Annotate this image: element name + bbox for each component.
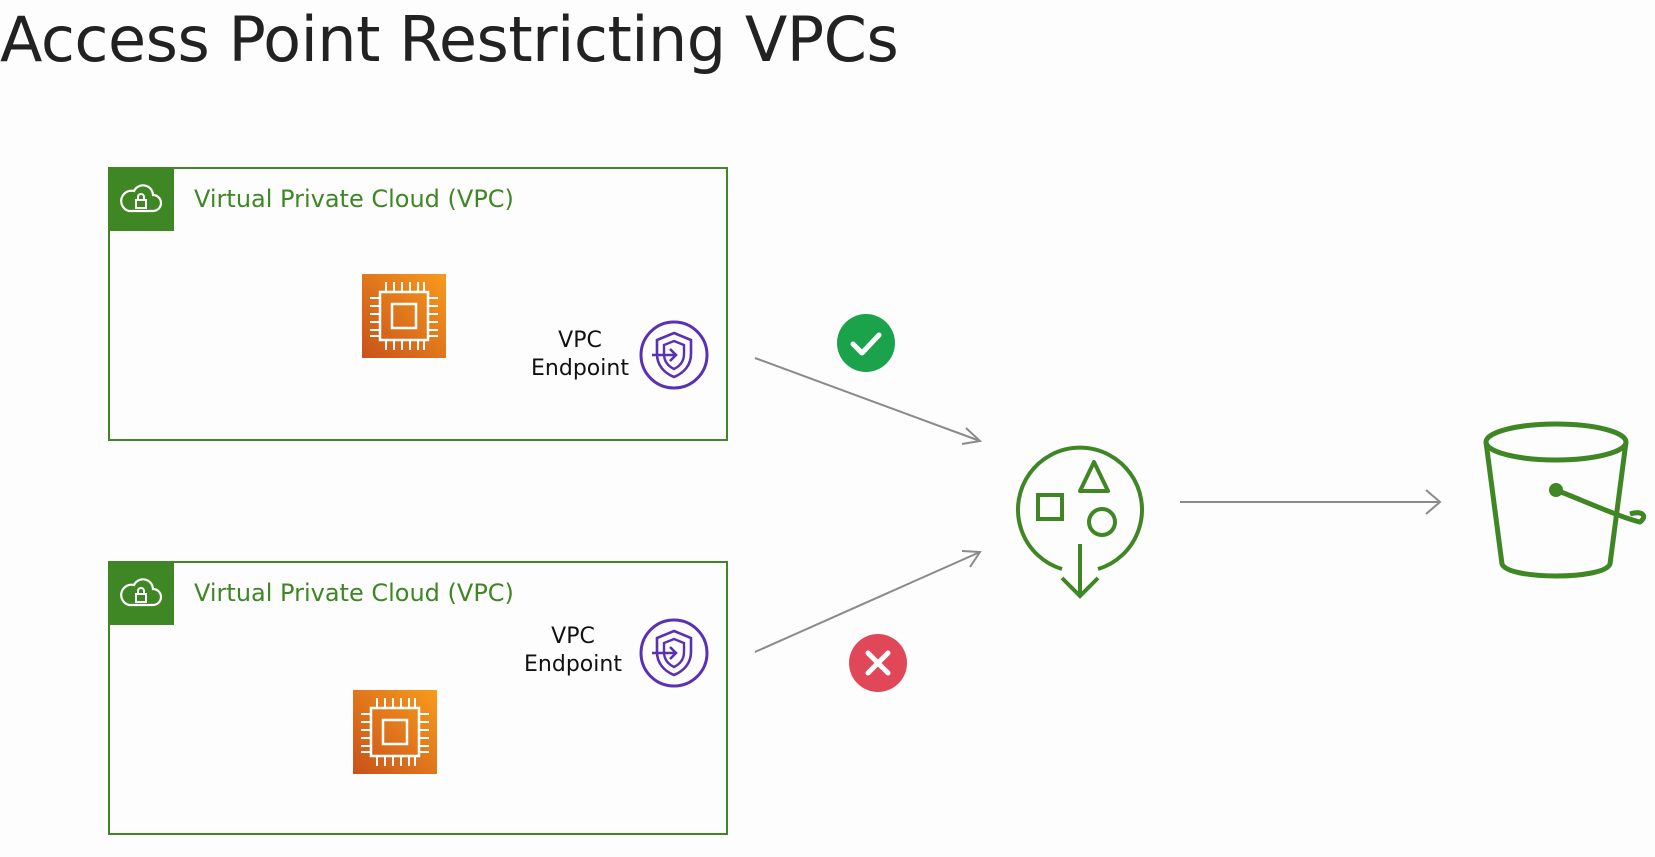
endpoint-label-line2: Endpoint (531, 356, 629, 381)
chip-icon (362, 274, 446, 358)
arrow-to-bucket (1180, 489, 1442, 515)
endpoint-label-line1: VPC (558, 328, 602, 353)
check-icon (837, 314, 895, 372)
vpc-label: Virtual Private Cloud (VPC) (194, 579, 514, 607)
cloud-lock-icon (120, 184, 163, 213)
endpoint-shield-icon (639, 618, 709, 688)
access-point-icon (1016, 445, 1144, 599)
arrow-allowed (754, 357, 983, 445)
vpc-badge (108, 561, 174, 625)
endpoint-label: VPC Endpoint (518, 623, 628, 679)
endpoint-label-line1: VPC (551, 624, 595, 649)
cloud-lock-icon (120, 578, 163, 607)
s3-bucket-icon (1483, 421, 1647, 579)
vpc-badge (108, 167, 174, 231)
vpc-label: Virtual Private Cloud (VPC) (194, 185, 514, 213)
endpoint-label: VPC Endpoint (525, 327, 635, 383)
arrow-denied (754, 550, 982, 653)
x-icon (849, 634, 907, 692)
endpoint-label-line2: Endpoint (524, 652, 622, 677)
page-title: Access Point Restricting VPCs (0, 3, 899, 76)
vpc-box-denied: Virtual Private Cloud (VPC) VPC Endpoint (108, 561, 728, 835)
endpoint-shield-icon (639, 320, 709, 390)
chip-icon (353, 690, 437, 774)
vpc-box-allowed: Virtual Private Cloud (VPC) VPC Endpoint (108, 167, 728, 441)
